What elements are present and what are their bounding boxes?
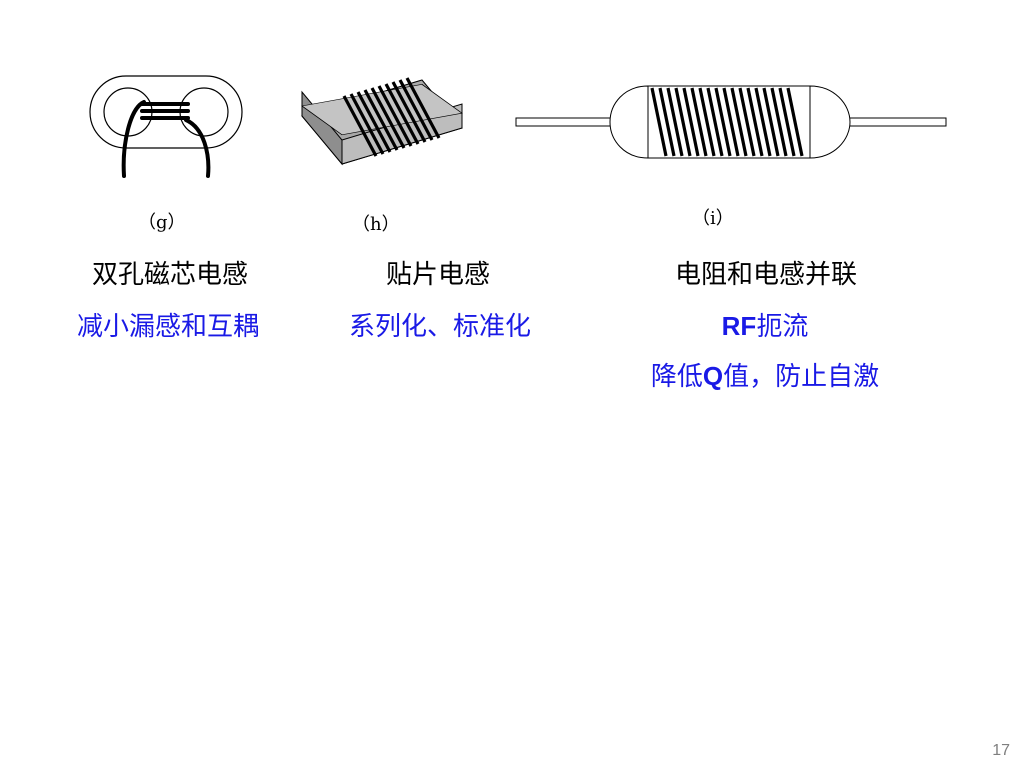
resistor-inductor-icon — [515, 85, 947, 159]
figure-title-g: 双孔磁芯电感 — [91, 260, 248, 290]
figure-label-g: （g） — [138, 212, 186, 233]
page-number: 17 — [992, 742, 1010, 759]
figure-label-i: （i） — [692, 208, 734, 229]
figure-label-h: （h） — [352, 214, 400, 235]
chip-inductor-icon — [301, 77, 463, 166]
binocular-core-inductor-icon — [89, 75, 243, 178]
figure-title-i: 电阻和电感并联 — [674, 260, 857, 290]
figure-note-i-1: RF扼流 — [721, 311, 809, 342]
figure-title-h: 贴片电感 — [385, 260, 490, 290]
figure-note-h: 系列化、标准化 — [348, 312, 531, 342]
figure-note-i-2: 降低Q值，防止自激 — [650, 361, 880, 392]
figure-note-g: 减小漏感和互耦 — [76, 312, 259, 342]
